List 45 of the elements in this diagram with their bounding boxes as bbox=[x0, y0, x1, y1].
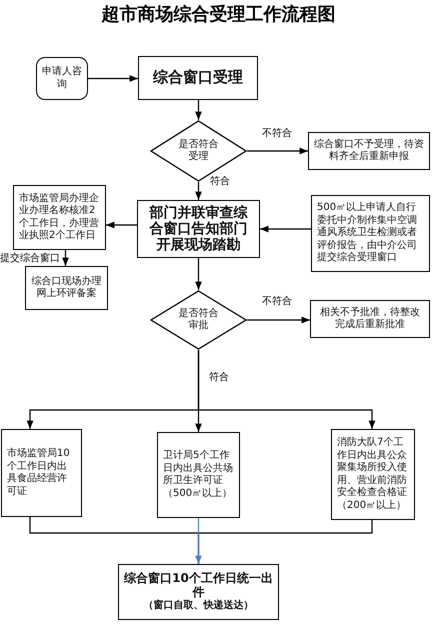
node-text: 综合窗口10个工作日统一出件 bbox=[124, 572, 273, 600]
node-text: 是否符合受理 bbox=[176, 138, 220, 164]
arrow bbox=[195, 100, 202, 120]
node-text: 相关不予批准，待整改完成后重新批准 bbox=[319, 306, 421, 332]
process-box bbox=[308, 132, 430, 170]
arrow bbox=[195, 258, 202, 290]
arrow bbox=[106, 222, 137, 228]
diagram-title: 超市商场综合受理工作流程图 bbox=[100, 3, 336, 26]
decision-diamond bbox=[150, 290, 247, 350]
process-box bbox=[137, 200, 260, 258]
start-box bbox=[36, 57, 88, 100]
process-box bbox=[13, 185, 106, 250]
edge-label: 符合 bbox=[209, 372, 229, 384]
node-text: 申请人咨询 bbox=[42, 66, 82, 91]
arrow bbox=[195, 518, 202, 564]
node-text: 综合窗口不予受理，待资料齐全后重新申报 bbox=[314, 138, 424, 164]
process-box bbox=[1, 429, 82, 517]
node-text: 综合窗口受理 bbox=[153, 69, 243, 87]
node-text: 部门并联审查综合窗口告知部门开展现场踏勘 bbox=[148, 204, 249, 254]
node-text: 市场监管局10个工作日内出具食品经营许可证 bbox=[7, 448, 71, 498]
arrow bbox=[88, 75, 138, 82]
process-box bbox=[118, 564, 279, 620]
arrow bbox=[62, 250, 69, 266]
process-box bbox=[310, 300, 430, 338]
process-box bbox=[331, 429, 415, 520]
node-text: 500㎡以上申请人自行委托中介制作集中空调通风系统卫生检测或者评价报告，由中介公司提交综合受理窗口 bbox=[317, 202, 418, 265]
arrow bbox=[247, 316, 310, 324]
process-box bbox=[138, 56, 258, 100]
node-text: 市场监管局办理企业办理名称核准2个工作日，办理营业执照2个工作日 bbox=[19, 192, 100, 242]
arrow bbox=[247, 148, 308, 154]
process-box bbox=[157, 432, 240, 518]
node-text: 卫计局5个工作日内出具公共场所卫生许可证（500㎡以上） bbox=[163, 450, 234, 500]
process-box bbox=[311, 195, 430, 272]
process-box bbox=[25, 266, 108, 310]
arrow bbox=[260, 226, 311, 232]
node-text: （窗口自取、快递送达） bbox=[144, 600, 254, 612]
edge-label: 提交综合窗口 bbox=[0, 253, 60, 265]
arrow bbox=[195, 182, 202, 200]
edge-label: 符合 bbox=[210, 176, 230, 188]
node-text: 是否符合审批 bbox=[176, 308, 220, 332]
edge-label: 不符合 bbox=[262, 296, 292, 308]
node-text: 消防大队7个工作日内出具公众聚集场所投入使用、营业前消防安全检查合格证（200㎡以上） bbox=[337, 437, 408, 512]
node-text: 综合口现场办理网上环评备案 bbox=[31, 276, 102, 300]
edge-label: 不符合 bbox=[262, 128, 292, 140]
arrow bbox=[198, 350, 376, 429]
